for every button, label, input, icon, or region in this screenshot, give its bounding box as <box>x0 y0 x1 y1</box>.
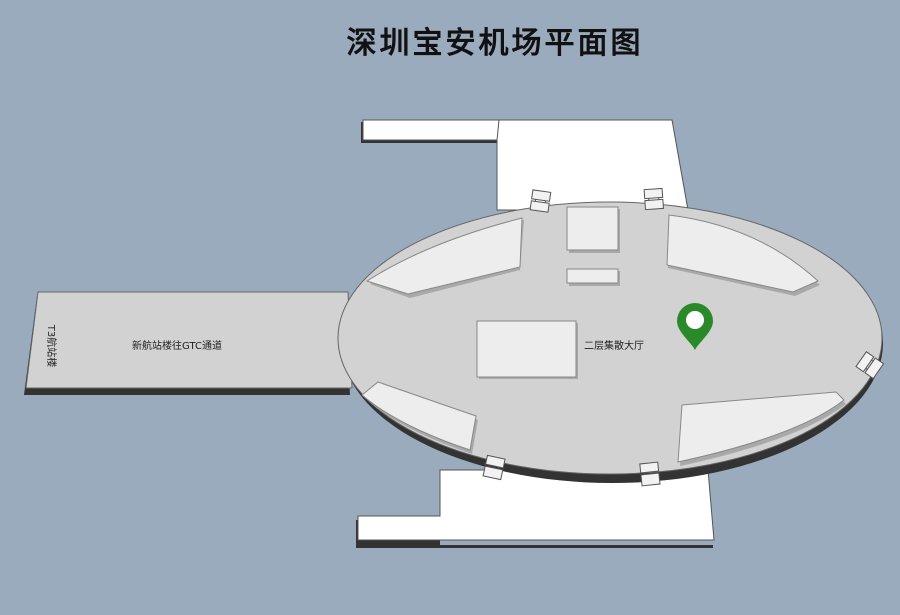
boarding-bridge <box>482 454 506 481</box>
hall-islands <box>361 206 846 466</box>
location-pin-icon[interactable] <box>677 303 713 350</box>
boarding-bridge <box>643 187 665 211</box>
boarding-bridge <box>639 461 661 487</box>
map-title: 深圳宝安机场平面图 <box>346 26 644 61</box>
t3-station-label: T3航站楼 <box>45 324 58 367</box>
boarding-bridges <box>482 187 885 487</box>
hall-label: 二层集散大厅 <box>584 339 644 352</box>
boarding-bridge <box>529 189 552 213</box>
terminal-structure <box>356 119 715 548</box>
corridor-label: 新航站楼往GTC通道 <box>132 339 222 352</box>
boarding-bridge <box>855 351 885 380</box>
gtc-corridor <box>24 291 353 395</box>
